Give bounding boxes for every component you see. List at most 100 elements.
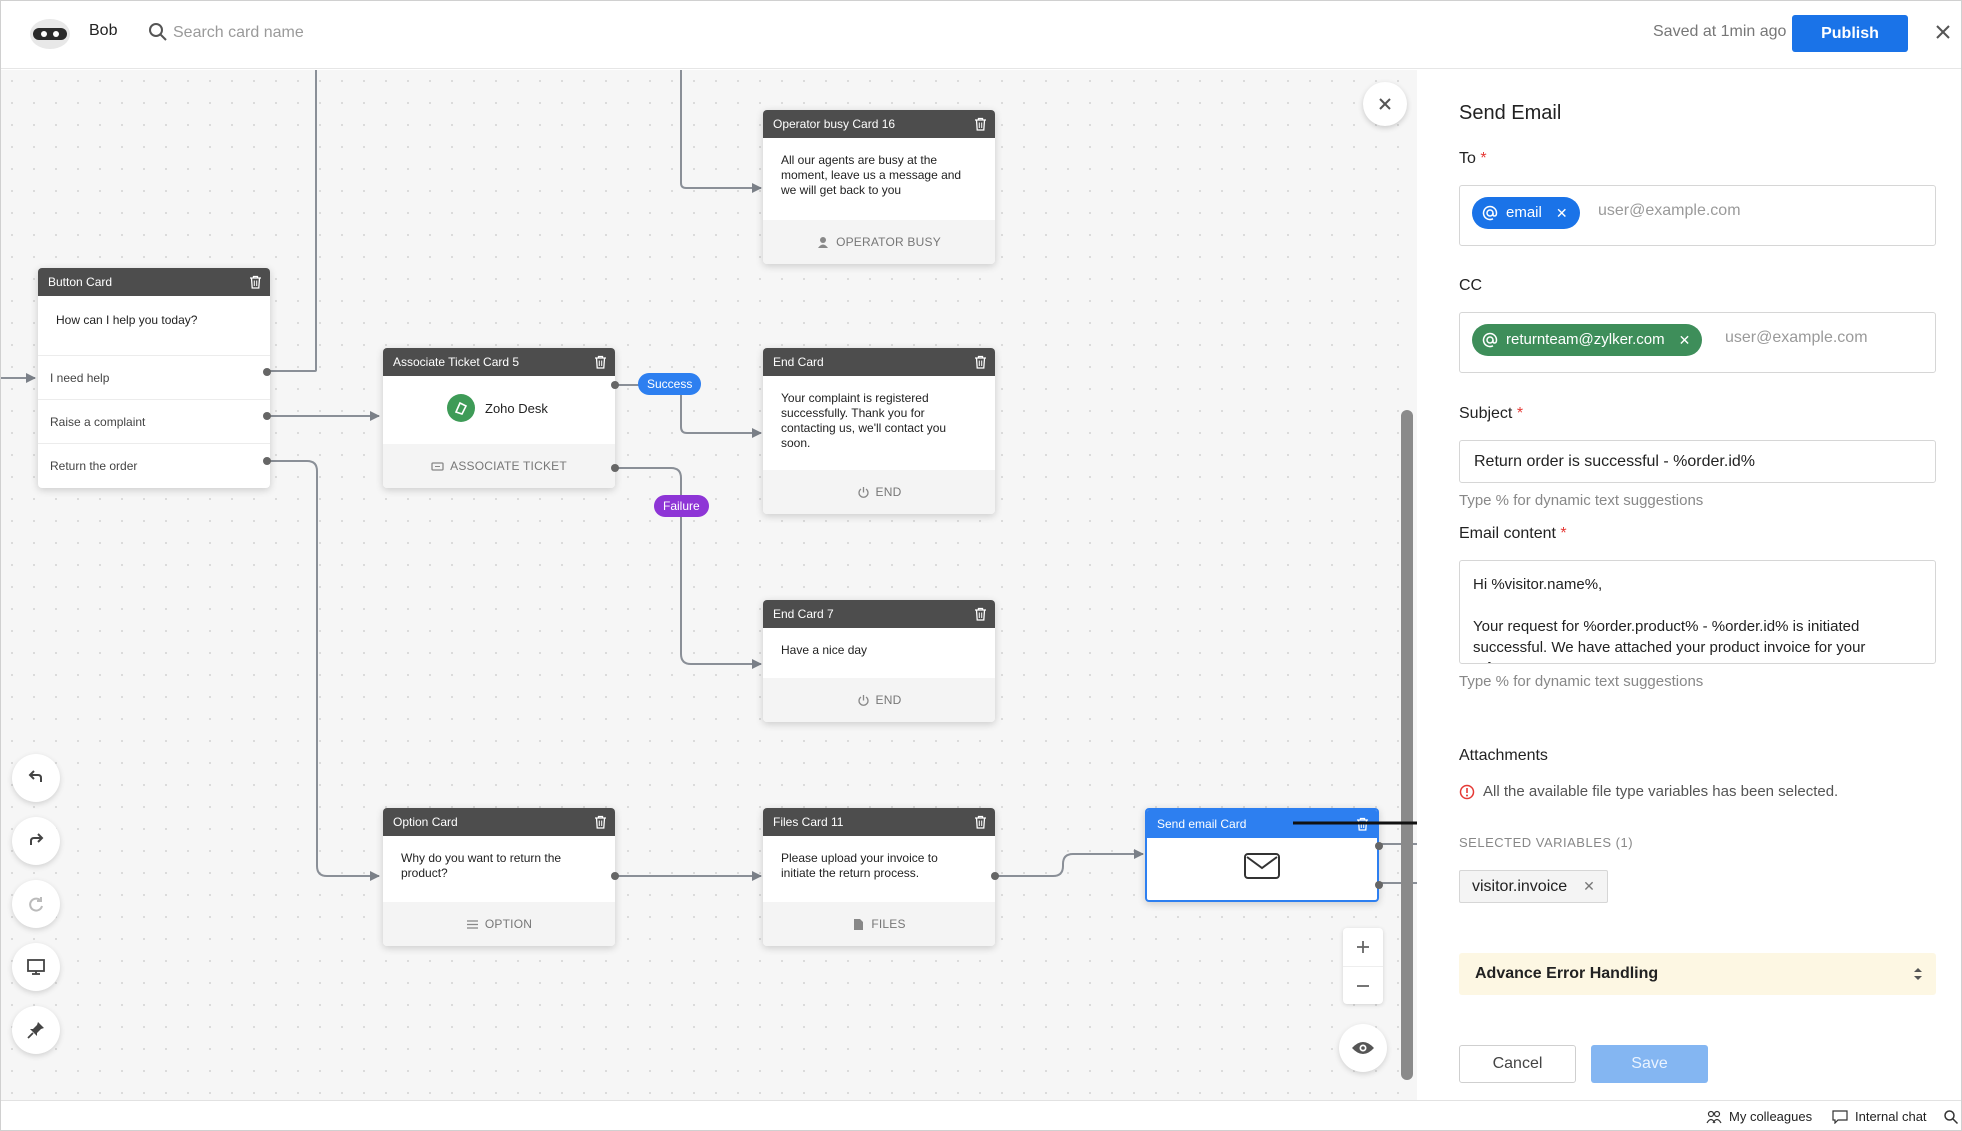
operator-busy-card[interactable]: Operator busy Card 16 All our agents are… — [763, 110, 995, 264]
cc-input[interactable] — [1725, 329, 1925, 347]
variable-chip-label: visitor.invoice — [1472, 878, 1568, 895]
cc-chip-label: returnteam@zylker.com — [1506, 331, 1665, 348]
trash-icon[interactable] — [974, 355, 987, 369]
content-line: Your request for %order.product% - %orde… — [1473, 618, 1866, 663]
output-port[interactable] — [611, 381, 619, 389]
card-message: Your complaint is registered successfull… — [781, 391, 947, 450]
plus-icon — [1357, 941, 1369, 953]
remove-variable-icon[interactable]: ✕ — [1583, 878, 1595, 894]
internal-chat-link[interactable]: Internal chat — [1832, 1109, 1927, 1124]
sort-caret-icon — [1914, 968, 1922, 980]
close-panel-button[interactable] — [1363, 82, 1407, 126]
required-mark: * — [1560, 525, 1567, 542]
output-port[interactable] — [263, 457, 271, 465]
bot-name[interactable]: Bob — [89, 22, 118, 39]
flow-canvas[interactable]: Operator busy Card 16 All our agents are… — [1, 70, 1446, 1100]
undo-icon — [28, 770, 42, 782]
card-title: Operator busy Card 16 — [773, 117, 896, 131]
to-label: To * — [1459, 150, 1487, 168]
button-option[interactable]: Return the order — [38, 443, 270, 487]
card-title: Files Card 11 — [773, 815, 844, 829]
end-card-7[interactable]: End Card 7 Have a nice day END — [763, 600, 995, 722]
email-content-editor[interactable]: Hi %visitor.name%, Your request for %ord… — [1459, 560, 1936, 664]
preview-button[interactable] — [12, 943, 60, 991]
zoom-controls — [1343, 928, 1383, 1004]
card-header: Operator busy Card 16 — [763, 110, 995, 138]
to-input[interactable] — [1598, 202, 1798, 220]
attachments-label: Attachments — [1459, 747, 1548, 764]
redo-button[interactable] — [12, 817, 60, 865]
output-port[interactable] — [1375, 881, 1383, 889]
trash-icon[interactable] — [249, 275, 262, 289]
trash-icon[interactable] — [594, 815, 607, 829]
cancel-button[interactable]: Cancel — [1459, 1045, 1576, 1083]
output-port[interactable] — [1375, 842, 1383, 850]
save-button[interactable]: Save — [1591, 1045, 1708, 1083]
trash-icon[interactable] — [974, 607, 987, 621]
advance-error-handling[interactable]: Advance Error Handling — [1459, 953, 1936, 995]
to-field[interactable]: email ✕ — [1459, 185, 1936, 246]
to-chip[interactable]: email ✕ — [1472, 197, 1580, 229]
remove-chip-icon[interactable]: ✕ — [1678, 332, 1691, 348]
output-port[interactable] — [611, 464, 619, 472]
list-icon — [466, 919, 478, 929]
files-card[interactable]: Files Card 11 Please upload your invoice… — [763, 808, 999, 946]
card-header: Option Card — [383, 808, 615, 836]
output-port[interactable] — [263, 412, 271, 420]
cc-chip[interactable]: returnteam@zylker.com ✕ — [1472, 324, 1703, 356]
chat-icon — [1832, 1109, 1848, 1124]
button-card[interactable]: Button Card How can I help you today? I … — [38, 268, 271, 488]
operator-icon — [818, 236, 829, 248]
send-email-panel: Send Email To * email ✕ CC returnteam@zy… — [1417, 70, 1961, 1100]
output-port[interactable] — [263, 368, 271, 376]
variable-chip[interactable]: visitor.invoice ✕ — [1459, 870, 1608, 903]
search-icon[interactable] — [1943, 1109, 1959, 1125]
subject-label-text: Subject — [1459, 405, 1513, 422]
selected-variables-label: SELECTED VARIABLES (1) — [1459, 835, 1634, 850]
card-type-label: ASSOCIATE TICKET — [450, 459, 567, 473]
card-type-footer: OPTION — [383, 902, 615, 946]
card-type-footer: ASSOCIATE TICKET — [383, 444, 615, 488]
pin-button[interactable] — [12, 1006, 60, 1054]
my-colleagues-link[interactable]: My colleagues — [1706, 1109, 1812, 1124]
button-option[interactable]: I need help — [38, 355, 270, 399]
subject-input[interactable] — [1459, 440, 1936, 483]
to-chip-label: email — [1506, 204, 1542, 221]
option-card[interactable]: Option Card Why do you want to return th… — [383, 808, 619, 946]
zoom-in-button[interactable] — [1343, 928, 1383, 966]
publish-button[interactable]: Publish — [1792, 15, 1908, 52]
associate-ticket-card[interactable]: Associate Ticket Card 5 Zoho Desk ASSOCI… — [383, 348, 619, 488]
saved-status: Saved at 1min ago — [1653, 23, 1787, 40]
minus-icon — [1357, 984, 1369, 987]
card-message: Please upload your invoice to initiate t… — [781, 851, 938, 880]
close-icon[interactable] — [1931, 20, 1955, 44]
canvas-scrollbar[interactable] — [1401, 410, 1413, 1080]
output-port[interactable] — [991, 872, 999, 880]
card-header: Send email Card — [1147, 810, 1377, 838]
service-row: Zoho Desk — [447, 394, 548, 422]
zoom-out-button[interactable] — [1343, 966, 1383, 1004]
file-icon — [854, 918, 864, 930]
button-option[interactable]: Raise a complaint — [38, 399, 270, 443]
card-type-footer: OPERATOR BUSY — [763, 220, 995, 264]
people-icon — [1706, 1110, 1722, 1123]
attachments-warning: All the available file type variables ha… — [1459, 783, 1838, 800]
undo-button[interactable] — [12, 754, 60, 802]
end-card[interactable]: End Card Your complaint is registered su… — [763, 348, 995, 514]
remove-chip-icon[interactable]: ✕ — [1555, 205, 1568, 221]
card-type-label: END — [875, 485, 902, 499]
output-port[interactable] — [611, 872, 619, 880]
ticket-icon — [431, 461, 444, 471]
card-message: All our agents are busy at the moment, l… — [781, 153, 962, 197]
info-icon — [1459, 784, 1475, 799]
panel-title: Send Email — [1459, 102, 1562, 124]
cc-field[interactable]: returnteam@zylker.com ✕ — [1459, 312, 1936, 373]
trash-icon[interactable] — [974, 117, 987, 131]
search-card-input[interactable] — [173, 17, 473, 49]
attachments-warning-text: All the available file type variables ha… — [1483, 783, 1839, 800]
preview-eye-button[interactable] — [1339, 1024, 1387, 1072]
trash-icon[interactable] — [594, 355, 607, 369]
trash-icon[interactable] — [974, 815, 987, 829]
refresh-icon — [29, 897, 43, 912]
refresh-button[interactable] — [12, 880, 60, 928]
